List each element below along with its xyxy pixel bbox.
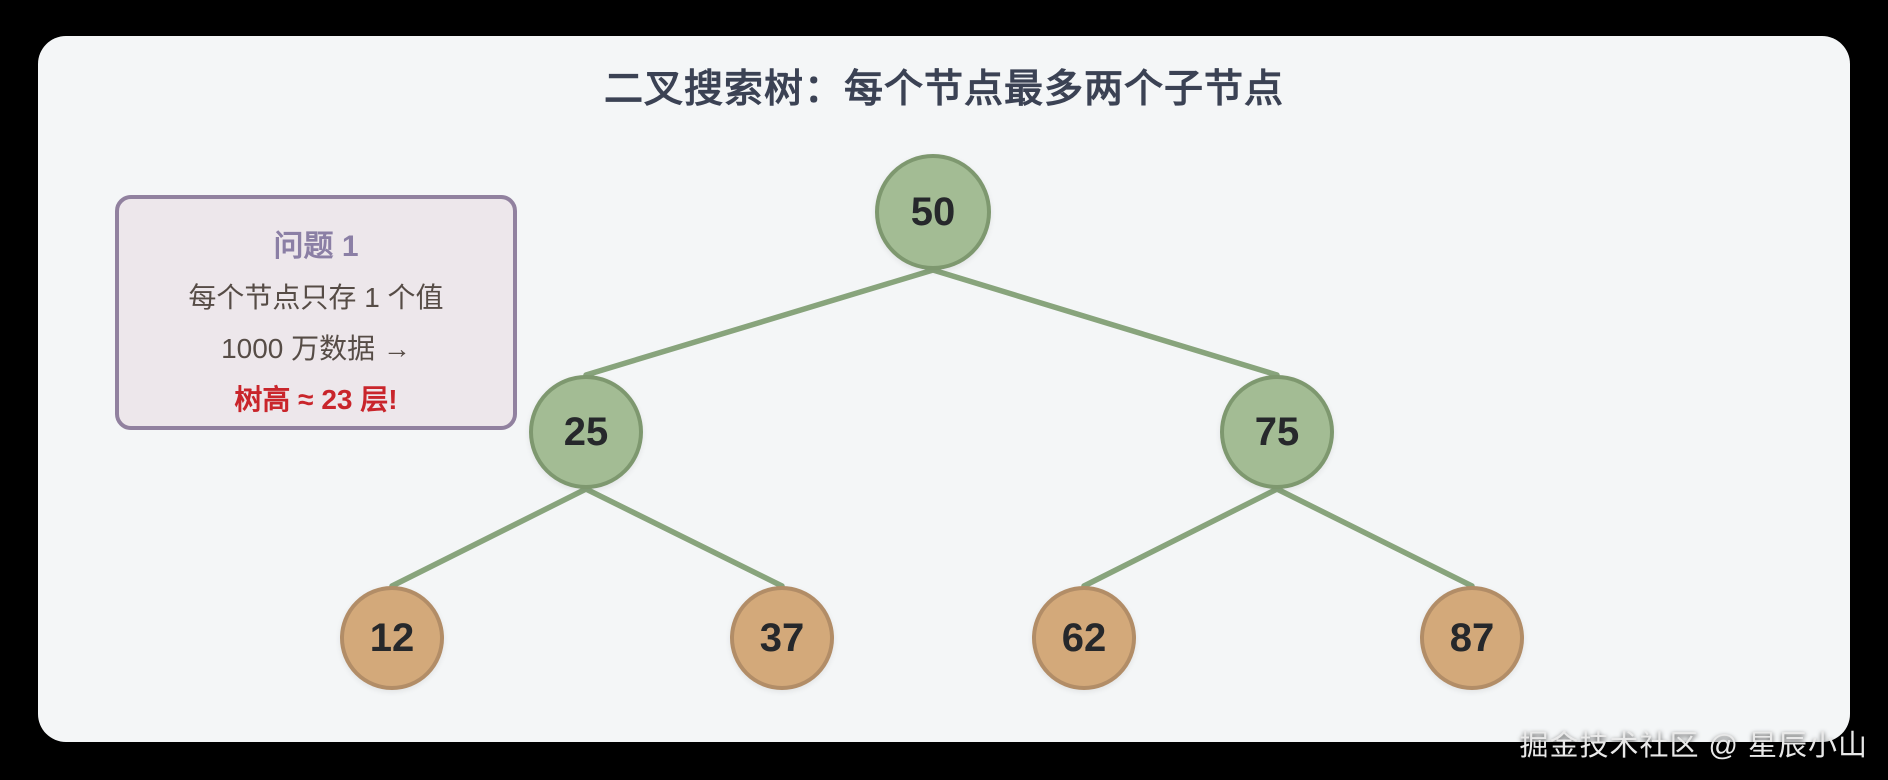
- callout-line-1: 每个节点只存 1 个值: [188, 282, 444, 313]
- tree-node-value: 50: [910, 189, 956, 234]
- tree-node-87: 87: [1420, 586, 1524, 690]
- diagram-title: 二叉搜索树：每个节点最多两个子节点: [603, 68, 1284, 111]
- problem-callout: 问题 1 每个节点只存 1 个值 1000 万数据 → 树高 ≈ 23 层!: [115, 195, 517, 430]
- tree-node-75: 75: [1220, 375, 1334, 489]
- tree-node-value: 75: [1254, 409, 1300, 454]
- tree-node-62: 62: [1032, 586, 1136, 690]
- tree-node-value: 87: [1449, 615, 1495, 660]
- tree-edge-25-37: [583, 486, 785, 589]
- callout-body: 每个节点只存 1 个值 1000 万数据 → 树高 ≈ 23 层!: [119, 272, 513, 425]
- callout-line-3: 树高 ≈ 23 层!: [234, 384, 398, 415]
- callout-heading: 问题 1: [273, 230, 359, 263]
- watermark: 掘金技术社区 @ 星辰小山: [1519, 730, 1868, 762]
- tree-node-value: 12: [369, 615, 415, 660]
- tree-node-12: 12: [340, 586, 444, 690]
- tree-edge-25-12: [389, 486, 589, 589]
- callout-line-2: 1000 万数据 →: [221, 333, 411, 364]
- tree-node-value: 25: [563, 409, 609, 454]
- tree-edge-75-62: [1081, 486, 1280, 589]
- tree-edge-50-75: [930, 267, 1280, 378]
- tree-edge-50-25: [583, 267, 936, 378]
- tree-node-25: 25: [529, 375, 643, 489]
- tree-edge-75-87: [1274, 486, 1475, 589]
- tree-node-value: 62: [1061, 615, 1107, 660]
- tree-node-value: 37: [759, 615, 805, 660]
- tree-node-37: 37: [730, 586, 834, 690]
- tree-node-50: 50: [875, 154, 991, 270]
